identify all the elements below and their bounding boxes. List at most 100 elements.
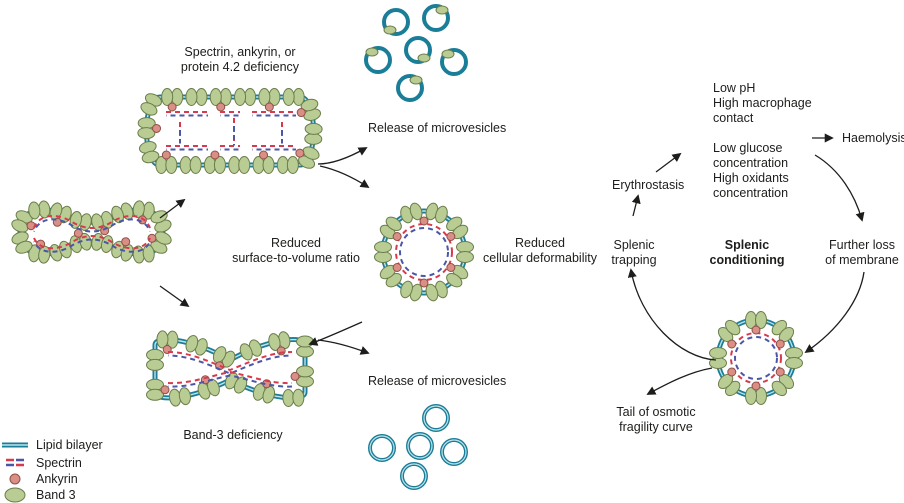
band3-protein: [195, 88, 208, 106]
label-haemolysis: Haemolysis: [842, 131, 904, 145]
ankyrin-dot: [751, 325, 761, 335]
band3-protein: [132, 200, 145, 219]
label-release-top: Release of microvesicles: [368, 121, 507, 135]
conditioned-spherocyte: [709, 311, 803, 405]
band3-protein: [239, 343, 253, 361]
band3-protein: [409, 75, 423, 85]
band3-protein: [146, 358, 164, 371]
ankyrin-dot: [446, 263, 456, 272]
ankyrin-dot: [161, 150, 171, 160]
band3-protein: [755, 311, 767, 329]
band3-deficient-cell: [146, 330, 314, 407]
band3-protein: [141, 150, 160, 164]
spectrin-strand: [33, 238, 151, 253]
ankyrin-dot: [160, 385, 170, 395]
ankyrin-dot: [775, 339, 785, 349]
arrow-to-erythrostasis: [631, 194, 641, 217]
ankyrin-dot: [727, 367, 737, 377]
band3-protein: [785, 357, 803, 369]
spectrin-ring: [395, 223, 453, 281]
band3-protein: [304, 122, 323, 135]
band3-protein: [137, 127, 156, 140]
band3-protein: [302, 146, 320, 160]
arrow-to-conditioned-cell: [804, 271, 865, 354]
spectrin-strand: [33, 235, 151, 250]
ankyrin-dot: [26, 221, 36, 231]
microvesicles-top: [364, 4, 468, 102]
spectrin-ring: [734, 336, 778, 380]
band3-protein: [771, 380, 787, 397]
arrow-release-top: [317, 147, 368, 165]
spectrin-strand: [179, 121, 283, 146]
spherocyte: [374, 202, 474, 302]
normal-red-cell: [11, 200, 172, 264]
spectrin-ring: [399, 227, 449, 277]
band3-protein: [234, 88, 247, 106]
ankyrin-dot: [210, 150, 220, 160]
spectrin-strand: [167, 351, 293, 372]
band3-protein: [409, 202, 423, 221]
band3-protein: [244, 88, 257, 106]
microvesicle-rim: [407, 433, 433, 459]
band3-protein: [441, 49, 455, 59]
band3-protein: [383, 25, 397, 35]
ankyrin-dot: [259, 150, 269, 160]
ankyrin-dot: [152, 123, 162, 133]
band3-protein: [258, 88, 271, 106]
spectrin-strand: [167, 370, 293, 385]
arrow-to-band3-cell: [159, 285, 190, 308]
band3-protein: [189, 156, 202, 174]
band3-protein: [111, 205, 124, 224]
band3-protein: [365, 47, 379, 57]
band3-protein: [785, 347, 803, 359]
band3-protein: [154, 231, 172, 245]
ankyrin-dot: [446, 232, 456, 241]
band3-protein: [15, 240, 33, 254]
band3-protein: [282, 88, 295, 106]
band3-protein: [725, 319, 741, 336]
band3-protein: [28, 201, 41, 220]
microvesicles-bottom: [368, 404, 468, 490]
arrows: [159, 133, 865, 395]
band3-protein: [374, 251, 392, 263]
band3-protein: [456, 251, 474, 263]
ankyrin-dot: [264, 102, 274, 112]
arrow-release-bottom: [317, 339, 370, 355]
band3-protein: [212, 346, 227, 364]
band3-protein: [161, 88, 174, 106]
band3-protein: [268, 333, 281, 351]
ankyrin-dot: [419, 216, 429, 226]
microvesicle-rim: [401, 463, 427, 489]
band3-protein: [209, 88, 222, 106]
band3-protein: [374, 241, 392, 253]
arrow-to-spectrin-cell: [159, 198, 186, 219]
ankyrin-dot: [296, 108, 306, 118]
arrow-to-conditioning: [655, 152, 682, 173]
arrow-to-tail-curve: [646, 367, 713, 395]
label-erythrostasis: Erythrostasis: [612, 178, 685, 192]
band3-protein: [238, 156, 251, 174]
ankyrin-dot: [392, 263, 402, 272]
band3-protein: [425, 283, 439, 302]
band3-protein: [146, 388, 164, 401]
spectrin-strand: [33, 215, 151, 229]
band3-protein: [276, 156, 289, 175]
ankyrin-dot: [295, 148, 305, 158]
band3-protein: [435, 205, 448, 224]
microvesicle-rim: [441, 439, 467, 465]
band3-protein: [296, 345, 314, 358]
band3-protein: [292, 388, 305, 407]
ankyrin-dot: [167, 102, 177, 112]
legend-symbols: [2, 442, 28, 503]
label-band3-deficiency: Band-3 deficiency: [183, 428, 283, 442]
arrow-conditioned-to-trapping: [627, 268, 717, 361]
band3-protein: [417, 53, 431, 63]
ankyrin-dot: [290, 371, 300, 381]
